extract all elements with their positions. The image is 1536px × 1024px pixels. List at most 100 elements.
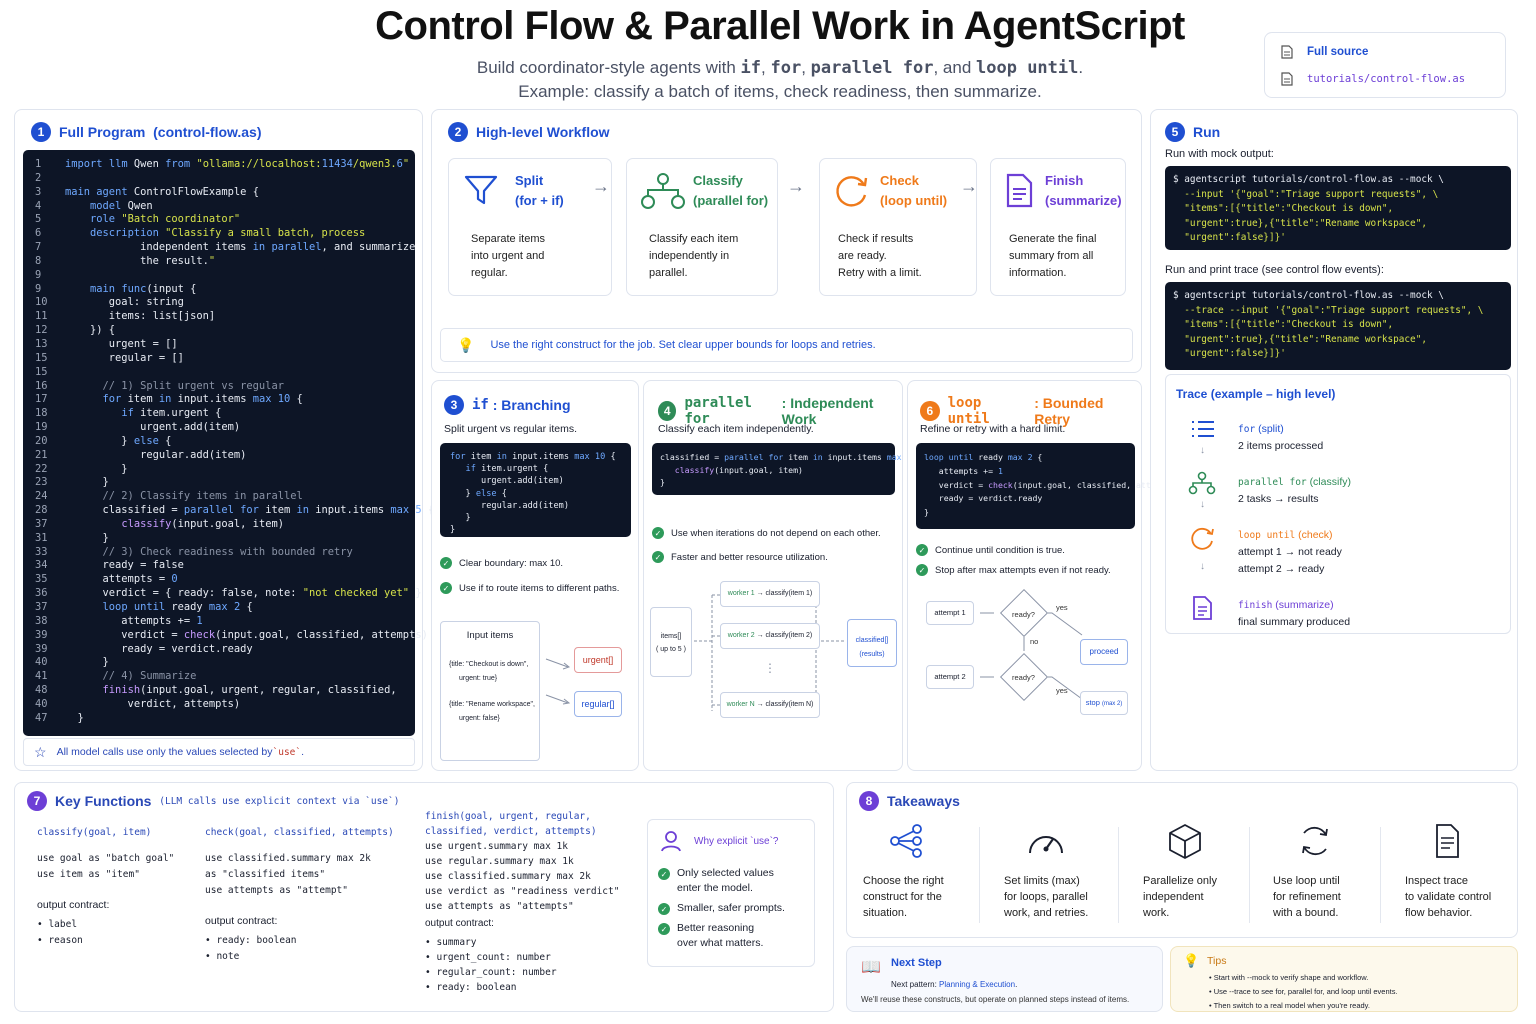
line-number: 39 — [35, 642, 48, 655]
takeaway-text: Use loop until — [1273, 875, 1340, 887]
item-line: urgent: true} — [459, 675, 498, 682]
step-desc: regular. — [471, 267, 508, 279]
command-line: --trace --input '{"goal":"Triage support… — [1173, 304, 1484, 316]
use-line: use attempts as "attempts" — [425, 901, 574, 912]
contract-field: regular_count: number — [436, 967, 557, 978]
branch-arrows — [545, 658, 571, 705]
code-line: 28 classified = parallel for item in inp… — [35, 504, 434, 518]
check-icon: ✓ — [440, 582, 452, 594]
tip-text: Use --trace to see for, parallel for, an… — [1213, 987, 1398, 996]
command-line: "items":[{"title":"Checkout is down", — [1173, 319, 1394, 330]
code-text: verdict = { ready: false, note: "not che… — [65, 587, 422, 600]
step-desc: parallel. — [649, 267, 688, 279]
line-number: 15 — [35, 351, 48, 364]
source-file-link[interactable]: tutorials/control-flow.as — [1307, 73, 1466, 85]
section-title: : Independent Work — [781, 395, 874, 427]
worker-name: worker 1 — [727, 590, 755, 597]
trace-kw: finish — [1238, 600, 1273, 611]
trace-kw: loop until — [1238, 530, 1296, 541]
line-number: 40 — [35, 697, 48, 710]
items-label: items[] — [660, 633, 682, 640]
func-classify: classify(goal, item) use goal as "batch … — [37, 827, 175, 946]
line-number: 33 — [35, 545, 48, 558]
section-subtitle: Split urgent vs regular items. — [444, 423, 578, 435]
use-line: use urgent.summary max 1k — [425, 841, 568, 852]
arrow-down-icon: ↓ — [1200, 445, 1205, 456]
full-source-link[interactable]: Full source — [1307, 46, 1369, 58]
code-line: 15 regular = [] — [35, 352, 415, 366]
code-line: } — [660, 477, 665, 487]
next-step-card: 📖 Next Step Next pattern: Planning & Exe… — [846, 946, 1163, 1012]
user-icon — [661, 831, 681, 852]
use-line: as "classified items" — [205, 869, 326, 880]
takeaway-text: situation. — [863, 907, 908, 919]
step-desc: Retry with a limit. — [838, 267, 922, 279]
code-line: 39 verdict = check(input.goal, classifie… — [35, 629, 428, 643]
check-icon: ✓ — [658, 923, 670, 935]
code-line: 12 }) { — [35, 324, 415, 338]
code-text: main agent ControlFlowExample { — [65, 185, 259, 198]
worker-1: worker 1 → classify(item 1) — [720, 581, 820, 607]
code-line: loop until ready max 2 { — [924, 452, 1043, 462]
code-line: 4 model Qwen — [35, 200, 415, 214]
trace-command[interactable]: $ agentscript tutorials/control-flow.as … — [1165, 282, 1511, 370]
use-line: use attempts as "attempt" — [205, 885, 348, 896]
network-icon — [641, 173, 685, 209]
item-line: urgent: false} — [459, 715, 500, 722]
section-title: Key Functions — [55, 793, 152, 809]
step-desc: summary from all — [1009, 250, 1094, 262]
contract-field: ready: boolean — [216, 935, 297, 946]
code-text: verdict = check(input.goal, classified, … — [65, 628, 428, 641]
takeaway-text: Choose the right — [863, 875, 944, 887]
command-line: "urgent":true},{"title":"Rename workspac… — [1173, 217, 1427, 229]
takeaway-text: for refinement — [1273, 891, 1341, 903]
page-title: Control Flow & Parallel Work in AgentScr… — [375, 4, 1185, 48]
check-icon: ✓ — [658, 903, 670, 915]
arrow-right-icon: → — [960, 176, 978, 196]
subtitle-sep: , — [801, 58, 811, 77]
section-title: Takeaways — [887, 793, 960, 809]
sync-icon — [1302, 826, 1328, 856]
use-note-code: `use` — [272, 746, 302, 758]
mock-command[interactable]: $ agentscript tutorials/control-flow.as … — [1165, 166, 1511, 250]
subtitle-code-if: if — [740, 58, 762, 78]
book-icon: 📖 — [861, 959, 881, 976]
code-line: 7 independent items in parallel, and sum… — [35, 241, 415, 255]
output-label: classified[] — [855, 637, 889, 644]
next-pattern-link[interactable]: Planning & Execution — [939, 980, 1016, 989]
line-number: 10 — [35, 296, 48, 309]
divider — [1249, 827, 1250, 923]
subtitle-sep: , and — [933, 58, 977, 77]
tip-text: Start with --mock to verify shape and wo… — [1213, 973, 1369, 982]
why-title: Why explicit `use`? — [694, 836, 779, 847]
code-text: }) { — [65, 324, 116, 337]
code-line: 41 // 4) Summarize — [35, 670, 415, 684]
line-number: 37 — [35, 517, 48, 530]
section-keyword: loop until — [947, 395, 990, 427]
loop-until-code: loop until ready max 2 { attempts += 1 v… — [916, 443, 1180, 529]
step-desc: Check if results — [838, 233, 914, 245]
code-line: 47 } — [35, 712, 415, 726]
next-step-title: Next Step — [891, 957, 942, 969]
takeaway-text: Set limits (max) — [1004, 875, 1080, 887]
line-number: 18 — [35, 407, 48, 420]
workflow-step-classify: Classify(parallel for) Classify each ite… — [626, 158, 778, 296]
step-title: Classify — [693, 173, 743, 188]
run-label-mock: Run with mock output: — [1165, 148, 1274, 160]
use-note-text: All model calls use only the values sele… — [56, 746, 273, 758]
code-line: 33 // 3) Check readiness with bounded re… — [35, 546, 415, 560]
next-step-line1: Next pattern: Planning & Execution. — [891, 980, 1017, 989]
yes-label: yes — [1056, 603, 1068, 612]
tips-list: • Start with --mock to verify shape and … — [1209, 973, 1398, 1010]
code-line: 40 verdict, attempts) — [35, 698, 415, 712]
code-line: ready = verdict.ready — [924, 493, 1043, 504]
command-line: "items":[{"title":"Checkout is down", — [1173, 203, 1394, 214]
worker-task: classify(item 2) — [765, 632, 813, 639]
code-line: } else { — [450, 488, 507, 499]
code-text: attempts += 1 — [65, 614, 203, 627]
